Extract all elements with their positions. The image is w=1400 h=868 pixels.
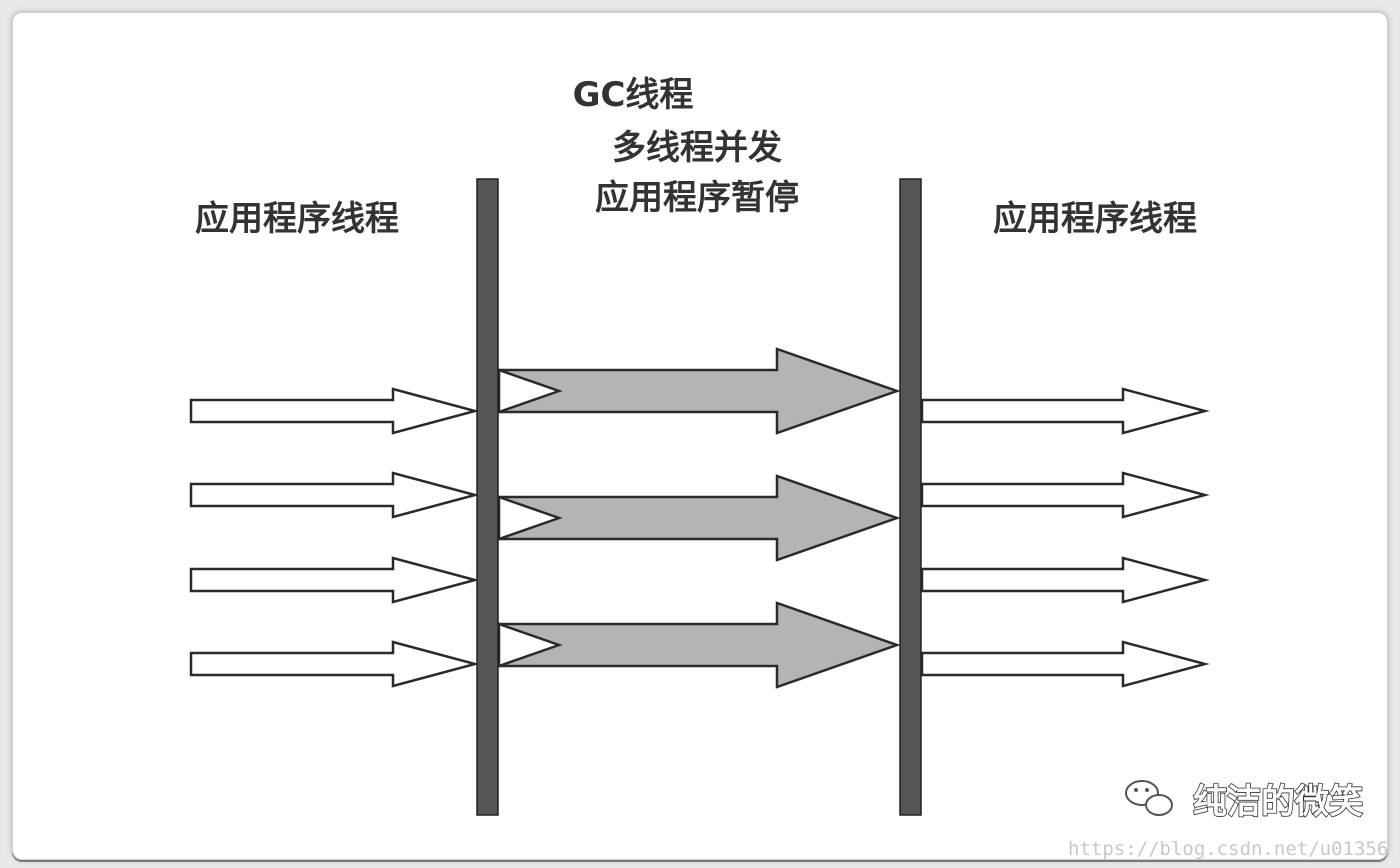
gc-thread-arrow-notch xyxy=(497,368,563,414)
app-thread-arrow xyxy=(920,471,1210,519)
app-paused-label: 应用程序暂停 xyxy=(595,178,799,218)
app-thread-arrow xyxy=(920,640,1210,688)
gc-thread-arrow xyxy=(497,347,901,435)
watermark-url: https://blog.csdn.net/u013565925 xyxy=(1068,838,1387,859)
wechat-icon xyxy=(1125,780,1173,816)
app-threads-before xyxy=(189,387,480,688)
app-thread-arrow xyxy=(920,556,1210,604)
app-thread-arrow xyxy=(189,471,480,519)
right-app-threads-label: 应用程序线程 xyxy=(993,199,1197,239)
gc-concurrent-label: 多线程并发 xyxy=(612,128,782,168)
safepoint-barrier-end xyxy=(899,178,922,816)
app-thread-arrow xyxy=(189,387,480,435)
app-thread-arrow xyxy=(189,640,480,688)
gc-thread-label: GC线程 xyxy=(573,75,694,115)
app-thread-arrow xyxy=(920,387,1210,435)
gc-pause-diagram: GC线程 多线程并发 应用程序暂停 应用程序线程 应用程序线程 纯洁的微笑 ht… xyxy=(189,75,1387,859)
app-threads-after xyxy=(920,387,1210,688)
left-app-threads-label: 应用程序线程 xyxy=(195,199,399,239)
app-thread-arrow xyxy=(189,556,480,604)
safepoint-barrier-start xyxy=(476,178,499,816)
gc-thread-arrow-notch xyxy=(497,495,563,541)
diagram-frame: GC线程 多线程并发 应用程序暂停 应用程序线程 应用程序线程 纯洁的微笑 ht… xyxy=(12,12,1388,860)
gc-threads xyxy=(497,347,901,689)
gc-thread-arrow xyxy=(497,474,901,562)
gc-thread-arrow-notch xyxy=(497,622,563,668)
watermark-text: 纯洁的微笑 xyxy=(1193,782,1363,822)
gc-thread-arrow xyxy=(497,601,901,689)
